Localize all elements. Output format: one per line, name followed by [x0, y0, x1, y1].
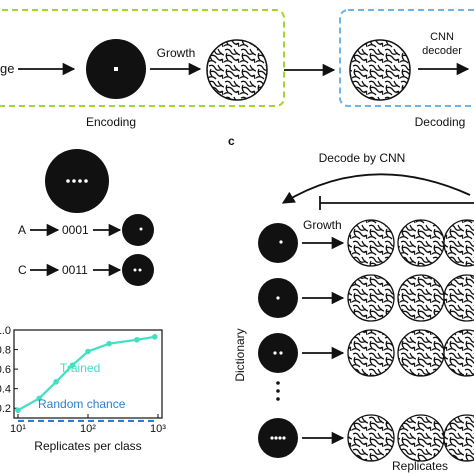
ellipsis-dot — [276, 389, 280, 393]
trained-point — [15, 407, 21, 413]
replicate-pattern-disk — [443, 414, 474, 462]
dictionary-seed-disk — [258, 278, 298, 318]
x-tick-label: 10³ — [150, 423, 166, 435]
ellipsis-dot — [276, 381, 280, 385]
y-tick-label: 0.6 — [0, 364, 11, 376]
encoded-seed-disk — [86, 39, 146, 99]
cnn-label: CNN — [430, 31, 454, 43]
encoding-label: Encoding — [86, 115, 136, 129]
trained-point — [53, 379, 59, 385]
trained-label: Trained — [60, 361, 100, 375]
row-c-disk — [122, 254, 154, 286]
replicate-pattern-disk — [397, 274, 445, 322]
replicate-pattern-disk — [397, 329, 445, 377]
replicate-grid — [258, 219, 474, 462]
trained-point — [69, 362, 76, 369]
y-tick-label: 1.0 — [0, 325, 11, 337]
y-tick-label: 0.4 — [0, 384, 11, 396]
replicate-pattern-disk — [347, 329, 395, 377]
replicate-pattern-disk — [443, 274, 474, 322]
row-a-disk — [122, 214, 154, 246]
replicate-pattern-disk — [397, 219, 445, 267]
row-c-code: 0011 — [62, 263, 88, 277]
y-tick-label: 0.8 — [0, 345, 11, 357]
growth-label-top: Growth — [157, 46, 196, 60]
grown-pattern-disk — [206, 39, 268, 101]
decoding-box — [339, 9, 474, 107]
decoding-pattern-disk — [349, 39, 411, 101]
row-a-code: 0001 — [62, 223, 89, 237]
dictionary-example-disk — [45, 149, 109, 213]
chart-x-axis-label: Replicates per class — [34, 439, 141, 453]
trained-point — [36, 395, 42, 402]
trained-line — [17, 335, 155, 412]
replicate-pattern-disk — [443, 219, 474, 267]
row-a-letter: A — [18, 223, 26, 237]
replicates-axis-label: Replicates — [392, 459, 448, 473]
dictionary-seed-disk — [258, 223, 298, 263]
input-label: ge — [0, 61, 14, 76]
x-tick-label: 10² — [80, 423, 96, 435]
growth-label-c: Growth — [303, 218, 342, 232]
decode-by-cnn-label: Decode by CNN — [319, 151, 406, 165]
replicate-pattern-disk — [347, 219, 395, 267]
dictionary-seed-disk — [258, 333, 298, 373]
trained-point — [134, 336, 140, 343]
y-tick-label: 0.2 — [0, 403, 11, 415]
dictionary-axis-label: Dictionary — [233, 328, 247, 381]
dictionary-seed-disk — [258, 418, 298, 458]
trained-point — [151, 334, 158, 340]
trained-point — [85, 348, 91, 355]
trained-point — [106, 340, 112, 347]
x-tick-label: 10¹ — [10, 423, 26, 435]
panel-c-letter: c — [228, 134, 235, 148]
decoding-label: Decoding — [415, 115, 466, 129]
encoding-box — [0, 9, 285, 107]
decode-curve-arrow — [281, 173, 471, 204]
ellipsis-dot — [276, 397, 280, 401]
accuracy-chart: 0.2 0.4 0.6 0.8 1.0 10¹ 10² 10³ Trained Random … — [0, 325, 166, 453]
replicate-pattern-disk — [347, 274, 395, 322]
random-chance-label: Random chance — [38, 397, 126, 411]
replicate-pattern-disk — [347, 414, 395, 462]
replicate-pattern-disk — [397, 414, 445, 462]
row-c-letter: C — [18, 263, 27, 277]
decoder-label: decoder — [422, 45, 462, 57]
replicate-pattern-disk — [443, 329, 474, 377]
